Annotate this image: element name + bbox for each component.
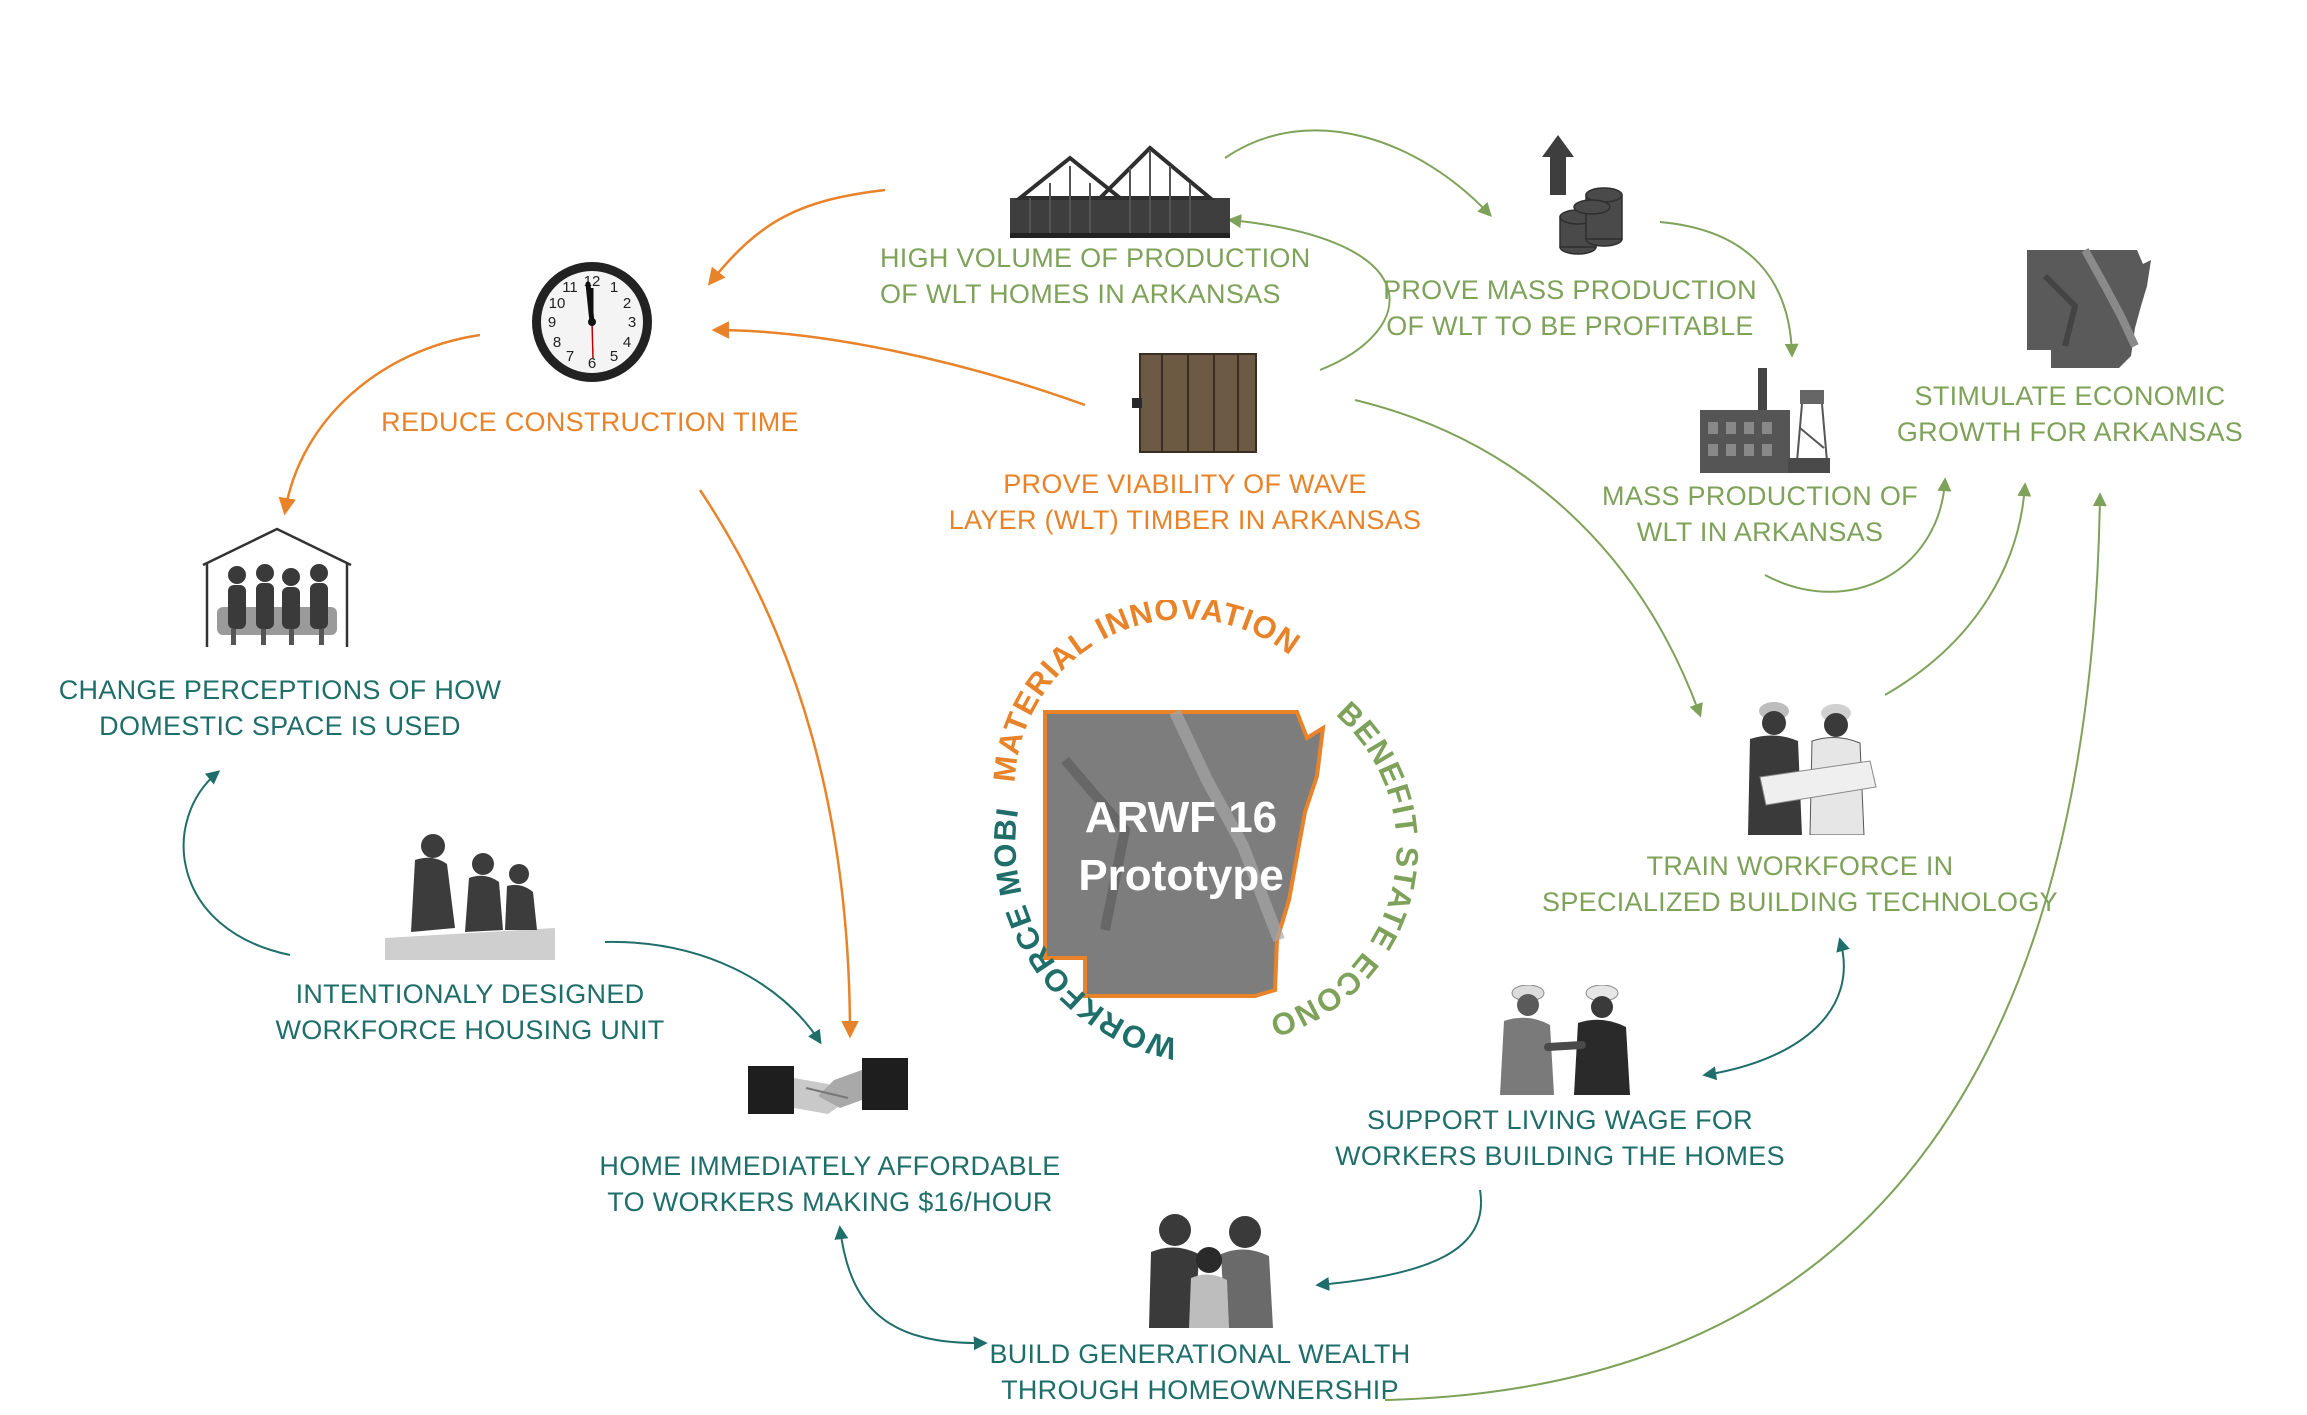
- node-build-wealth-line1: BUILD GENERATIONAL WEALTH: [989, 1339, 1411, 1369]
- arkansas-map-icon: [2027, 248, 2151, 368]
- svg-text:4: 4: [623, 334, 631, 351]
- worker-handshake-photo: [1500, 985, 1630, 1095]
- svg-text:9: 9: [548, 314, 556, 331]
- svg-text:2: 2: [623, 295, 631, 312]
- node-prove-mass-line2: OF WLT TO BE PROFITABLE: [1386, 311, 1754, 341]
- arrow-reduce-time-to-affordable: [698, 489, 859, 1039]
- handshake-photo: [748, 1058, 908, 1114]
- arrow-intentional-to-perceptions: [182, 770, 291, 956]
- node-high-volume-line2: OF WLT HOMES IN ARKANSAS: [880, 279, 1281, 309]
- node-support-wage: SUPPORT LIVING WAGE FOR WORKERS BUILDING…: [1330, 1102, 1790, 1174]
- node-train-line1: TRAIN WORKFORCE IN: [1646, 851, 1954, 881]
- svg-text:7: 7: [566, 348, 574, 365]
- node-prove-viability-line1: PROVE VIABILITY OF WAVE: [1003, 469, 1367, 499]
- node-stimulate-line1: STIMULATE ECONOMIC: [1914, 381, 2226, 411]
- node-prove-mass: PROVE MASS PRODUCTION OF WLT TO BE PROFI…: [1380, 272, 1760, 344]
- node-intentional-line2: WORKFORCE HOUSING UNIT: [275, 1015, 665, 1045]
- node-prove-viability-line2: LAYER (WLT) TIMBER IN ARKANSAS: [948, 505, 1422, 535]
- node-train: TRAIN WORKFORCE IN SPECIALIZED BUILDING …: [1520, 848, 2080, 920]
- arrow-intentional-to-affordable: [604, 940, 822, 1045]
- arrow-viability-to-reduce-time: [711, 321, 1086, 407]
- node-support-wage-line2: WORKERS BUILDING THE HOMES: [1335, 1141, 1785, 1171]
- node-prove-mass-line1: PROVE MASS PRODUCTION: [1383, 275, 1757, 305]
- family-hug-photo: [1149, 1214, 1273, 1328]
- node-build-wealth-line2: THROUGH HOMEOWNERSHIP: [1001, 1375, 1399, 1405]
- svg-text:1: 1: [610, 279, 618, 296]
- node-high-volume-line1: HIGH VOLUME OF PRODUCTION: [880, 243, 1311, 273]
- arrow-high-volume-to-prove-mass: [1224, 129, 1492, 218]
- svg-text:10: 10: [549, 295, 566, 312]
- node-train-line2: SPECIALIZED BUILDING TECHNOLOGY: [1542, 887, 2058, 917]
- node-change-perceptions-line2: DOMESTIC SPACE IS USED: [99, 711, 461, 741]
- svg-text:6: 6: [588, 355, 596, 372]
- house-framing-photo: [1010, 145, 1230, 238]
- node-change-perceptions: CHANGE PERCEPTIONS OF HOW DOMESTIC SPACE…: [40, 672, 520, 744]
- arrow-viability-to-train: [1354, 399, 1703, 718]
- node-mass-production: MASS PRODUCTION OF WLT IN ARKANSAS: [1590, 478, 1930, 550]
- node-home-affordable-line1: HOME IMMEDIATELY AFFORDABLE: [599, 1151, 1061, 1181]
- node-support-wage-line1: SUPPORT LIVING WAGE FOR: [1367, 1105, 1753, 1135]
- designers-photo: [385, 834, 555, 960]
- center-emblem: ARWF 16 Prototype MATERIAL INNOVATION BE…: [945, 600, 1424, 1067]
- arrow-prove-mass-to-mass-production: [1659, 221, 1799, 358]
- arkansas-map-center: [1043, 710, 1326, 998]
- arrow-high-volume-to-reduce-time: [707, 188, 886, 286]
- arrow-affordable-to-wealth: [834, 1225, 988, 1351]
- node-stimulate-line2: GROWTH FOR ARKANSAS: [1896, 417, 2244, 447]
- node-mass-production-line2: WLT IN ARKANSAS: [1636, 517, 1884, 547]
- center-title-line1: ARWF 16: [1085, 793, 1277, 842]
- svg-text:3: 3: [628, 314, 636, 331]
- node-home-affordable-line2: TO WORKERS MAKING $16/HOUR: [607, 1187, 1053, 1217]
- svg-text:8: 8: [553, 334, 561, 351]
- node-reduce-time-line1: REDUCE CONSTRUCTION TIME: [381, 407, 799, 437]
- arrow-wealth-to-stimulate: [1384, 492, 2107, 1401]
- arrow-mass-production-to-stimulate: [1764, 477, 1952, 593]
- arrow-reduce-time-to-perceptions: [278, 333, 481, 516]
- node-intentional: INTENTIONALY DESIGNED WORKFORCE HOUSING …: [260, 976, 680, 1048]
- workers-blueprint-photo: [1748, 702, 1877, 835]
- growth-coins-icon: [1542, 135, 1623, 255]
- factory-photo: [1700, 368, 1830, 473]
- family-in-house-icon: [202, 527, 352, 647]
- center-title-line2: Prototype: [1078, 851, 1283, 900]
- node-build-wealth: BUILD GENERATIONAL WEALTH THROUGH HOMEOW…: [980, 1336, 1420, 1408]
- svg-text:11: 11: [562, 279, 578, 296]
- timber-panel-photo: [1132, 353, 1257, 453]
- arrow-viability-to-high-volume: [1227, 214, 1391, 371]
- node-home-affordable: HOME IMMEDIATELY AFFORDABLE TO WORKERS M…: [580, 1148, 1080, 1220]
- node-intentional-line1: INTENTIONALY DESIGNED: [295, 979, 645, 1009]
- node-high-volume: HIGH VOLUME OF PRODUCTION OF WLT HOMES I…: [880, 240, 1311, 312]
- arrow-train-to-stimulate: [1884, 482, 2032, 696]
- node-mass-production-line1: MASS PRODUCTION OF: [1602, 481, 1918, 511]
- node-prove-viability: PROVE VIABILITY OF WAVE LAYER (WLT) TIMB…: [945, 466, 1425, 538]
- node-stimulate: STIMULATE ECONOMIC GROWTH FOR ARKANSAS: [1890, 378, 2250, 450]
- arrow-support-wage-to-wealth: [1315, 1189, 1483, 1291]
- svg-text:5: 5: [610, 348, 618, 365]
- node-reduce-time: REDUCE CONSTRUCTION TIME: [380, 404, 800, 440]
- node-change-perceptions-line1: CHANGE PERCEPTIONS OF HOW: [58, 675, 502, 705]
- arrow-train-to-support-wage: [1702, 937, 1850, 1081]
